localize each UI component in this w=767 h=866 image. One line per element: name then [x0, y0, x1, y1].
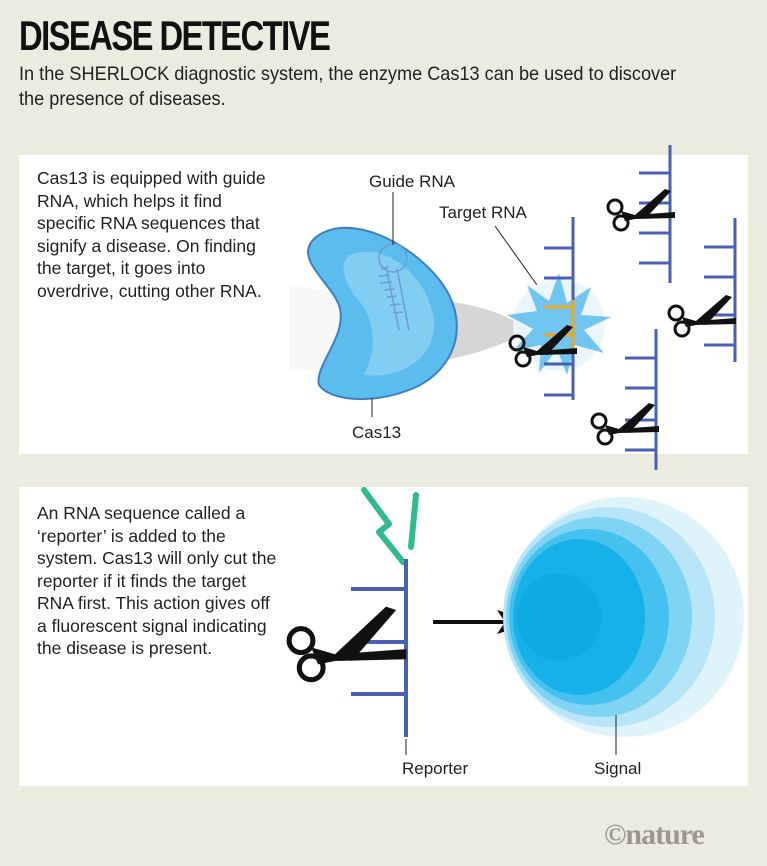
rna-strand-3: [704, 218, 737, 362]
activation-burst: [507, 273, 611, 375]
label-cas13: Cas13: [352, 423, 401, 442]
label-target-rna: Target RNA: [439, 203, 528, 222]
page-title: DISEASE DETECTIVE: [19, 12, 331, 59]
cas13-diagram: Guide RNA Cas13 Target RNA: [289, 145, 738, 470]
scissors-icon: [286, 606, 407, 683]
panel2-description: An RNA sequence called a ‘reporter’ is a…: [37, 503, 277, 658]
label-signal: Signal: [594, 759, 641, 778]
panel-reporter-signal: An RNA sequence called a ‘reporter’ is a…: [19, 487, 748, 786]
rna-strand-4: [625, 329, 658, 470]
reporter-rna-strand: [351, 559, 408, 737]
fluorescent-signal: [503, 497, 744, 737]
fluorophore-icon: [361, 487, 406, 565]
scissors-icon: [590, 401, 661, 446]
panel1-description: Cas13 is equipped with guide RNA, which …: [37, 168, 266, 301]
label-reporter: Reporter: [402, 759, 468, 778]
scissors-icon: [606, 187, 677, 232]
reporter-diagram: Reporter Signal: [286, 487, 744, 778]
label-guide-rna: Guide RNA: [369, 172, 456, 191]
panel-cas13-mechanism: Cas13 is equipped with guide RNA, which …: [19, 145, 748, 470]
nature-credit: ©nature: [604, 818, 705, 851]
page-subtitle: In the SHERLOCK diagnostic system, the e…: [19, 63, 677, 110]
